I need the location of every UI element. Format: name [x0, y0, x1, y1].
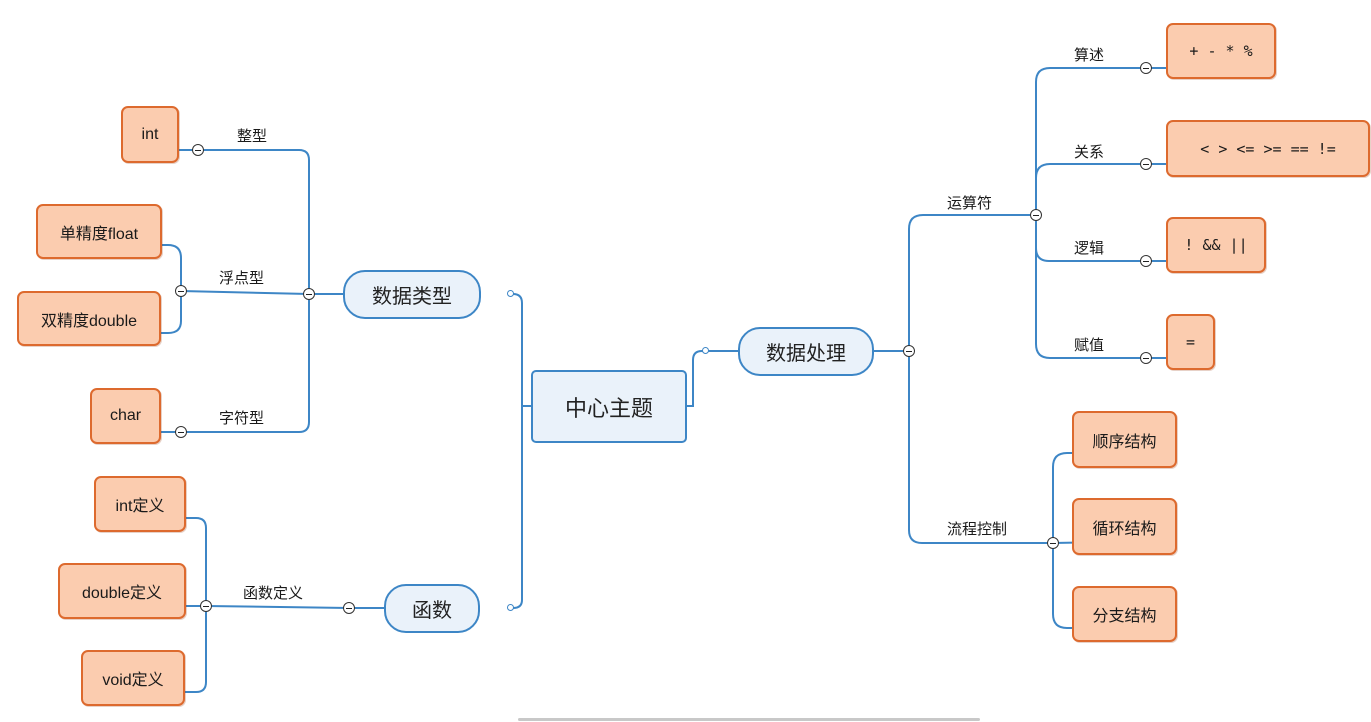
leaf-char-label: char [109, 407, 142, 424]
leaf-arithmetic-operators-label: + - * % [1189, 42, 1253, 60]
leaf-double-float-label: 双精度double [40, 312, 138, 330]
leaf-single-float[interactable]: 单精度float [36, 204, 162, 259]
collapse-toggle-logical[interactable] [1140, 255, 1152, 267]
connector-dot [702, 347, 709, 354]
leaf-sequential-structure-label: 顺序结构 [1092, 433, 1157, 451]
collapse-toggle-function-definition[interactable] [200, 600, 212, 612]
collapse-toggle-data-types[interactable] [303, 288, 315, 300]
leaf-branch-structure[interactable]: 分支结构 [1072, 586, 1177, 642]
leaf-assignment-operator[interactable]: = [1166, 314, 1215, 370]
connector-dot [507, 604, 514, 611]
leaf-char[interactable]: char [90, 388, 161, 444]
leaf-logical-operators-label: ! && || [1184, 236, 1248, 254]
leaf-relational-operators[interactable]: < > <= >= == != [1166, 120, 1370, 177]
leaf-int-label: int [141, 125, 159, 143]
topic-functions-label: 函数 [412, 600, 452, 622]
operator-arithmetic-label[interactable]: 算述 [1074, 47, 1105, 64]
topic-data-processing[interactable]: 数据处理 [738, 327, 874, 376]
subtopic-function-definition-label[interactable]: 函数定义 [243, 585, 304, 602]
collapse-toggle-relational[interactable] [1140, 158, 1152, 170]
leaf-sequential-structure[interactable]: 顺序结构 [1072, 411, 1177, 468]
leaf-loop-structure-label: 循环结构 [1092, 520, 1157, 538]
leaf-branch-structure-label: 分支结构 [1092, 608, 1157, 625]
collapse-toggle-data-processing[interactable] [903, 345, 915, 357]
leaf-void-definition-label: void定义 [102, 672, 164, 689]
leaf-logical-operators[interactable]: ! && || [1166, 217, 1266, 273]
collapse-toggle-assignment[interactable] [1140, 352, 1152, 364]
collapse-toggle-operators[interactable] [1030, 209, 1042, 221]
subtopic-control-flow-label[interactable]: 流程控制 [947, 521, 1008, 538]
leaf-single-float-label: 单精度float [59, 225, 139, 243]
operator-assignment-label[interactable]: 赋值 [1074, 337, 1105, 354]
leaf-assignment-operator-label: = [1185, 333, 1196, 351]
operator-logical-label[interactable]: 逻辑 [1074, 240, 1105, 257]
collapse-toggle-float[interactable] [175, 285, 187, 297]
connector-dot [507, 290, 514, 297]
horizontal-scrollbar[interactable] [518, 718, 980, 721]
subtopic-operators-label[interactable]: 运算符 [947, 195, 993, 212]
central-topic-label: 中心主题 [564, 395, 653, 421]
topic-data-processing-label: 数据处理 [766, 343, 846, 365]
central-topic[interactable]: 中心主题 [531, 370, 687, 443]
operator-relational-label[interactable]: 关系 [1074, 144, 1105, 161]
leaf-relational-operators-label: < > <= >= == != [1200, 139, 1336, 158]
subtopic-char-label[interactable]: 字符型 [219, 410, 265, 427]
leaf-int[interactable]: int [121, 106, 179, 163]
collapse-toggle-char[interactable] [175, 426, 187, 438]
collapse-toggle-control-flow[interactable] [1047, 537, 1059, 549]
collapse-toggle-arithmetic[interactable] [1140, 62, 1152, 74]
leaf-double-float[interactable]: 双精度double [17, 291, 161, 346]
leaf-int-definition-label: int定义 [115, 498, 165, 515]
leaf-loop-structure[interactable]: 循环结构 [1072, 498, 1177, 555]
leaf-arithmetic-operators[interactable]: + - * % [1166, 23, 1276, 79]
collapse-toggle-integer[interactable] [192, 144, 204, 156]
topic-data-types[interactable]: 数据类型 [343, 270, 481, 319]
topic-functions[interactable]: 函数 [384, 584, 480, 633]
collapse-toggle-functions[interactable] [343, 602, 355, 614]
topic-data-types-label: 数据类型 [372, 286, 452, 308]
subtopic-integer-label[interactable]: 整型 [237, 128, 268, 145]
leaf-void-definition[interactable]: void定义 [81, 650, 185, 706]
subtopic-float-label[interactable]: 浮点型 [219, 270, 265, 287]
leaf-int-definition[interactable]: int定义 [94, 476, 186, 532]
leaf-double-definition-label: double定义 [81, 585, 163, 602]
leaf-double-definition[interactable]: double定义 [58, 563, 186, 619]
